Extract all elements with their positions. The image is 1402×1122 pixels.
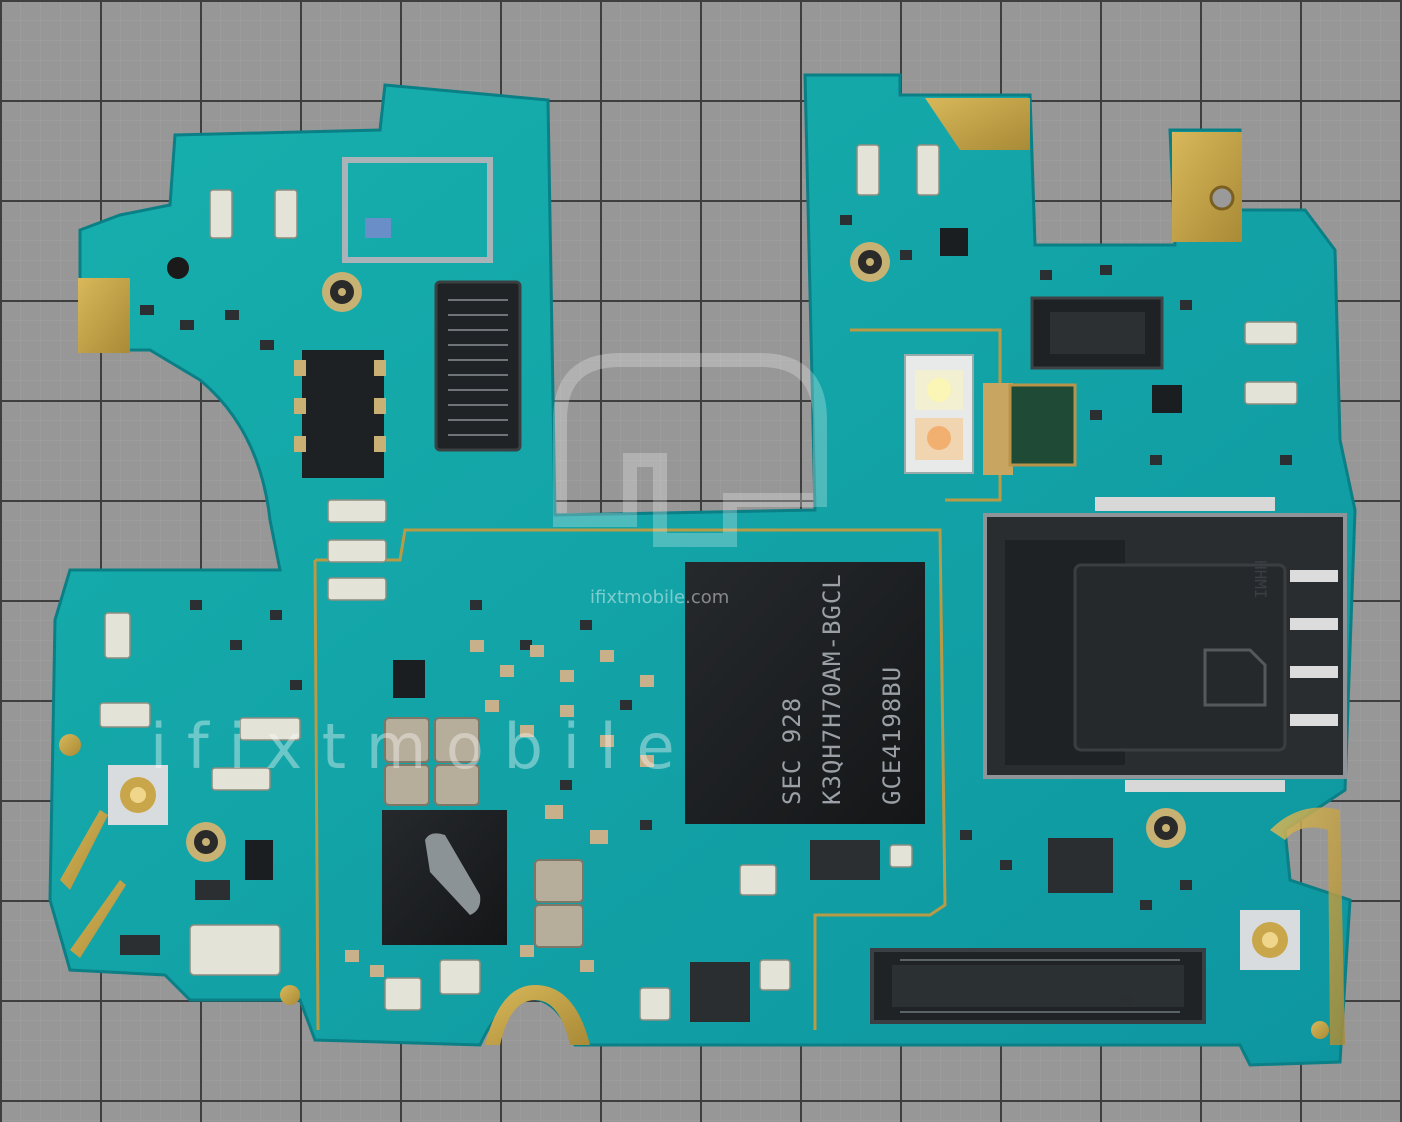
memory-chip-marking-2: K3QH7H70AM-BGCL (818, 573, 846, 805)
gold-antenna-trace-right (1270, 807, 1345, 1045)
ic (245, 840, 273, 880)
ic (940, 228, 968, 256)
ic (393, 660, 425, 698)
coax-connector (850, 242, 890, 282)
rf-shield-frame (342, 157, 493, 263)
coax-connector (322, 272, 362, 312)
watermark-logo (553, 353, 827, 547)
antenna-connector (1240, 910, 1300, 970)
small-components (120, 215, 1292, 1005)
sim-spring-pins (1095, 497, 1285, 792)
smd-passives (99, 144, 1298, 1021)
mount-hole (167, 257, 189, 279)
gold-pad-corner (1172, 132, 1242, 242)
memory-chip-marking-3: GCE4198BU (878, 666, 906, 805)
gold-pad-top-left (78, 278, 130, 353)
coax-connector (186, 822, 226, 862)
ic (1152, 385, 1182, 413)
blue-chip (365, 218, 391, 238)
antenna-connector (108, 765, 168, 825)
flex-strip (983, 383, 1013, 475)
gold-dot (1311, 1021, 1329, 1039)
tan-capacitors (345, 640, 654, 977)
sensor-window (1008, 383, 1077, 467)
watermark-brand: i f i x t m o b i l e (150, 710, 675, 783)
gold-dot (59, 734, 81, 756)
memory-chip (685, 562, 925, 824)
gold-trace-left (60, 810, 108, 890)
led-white (927, 378, 951, 402)
watermark-url: ifixtmobile.com (590, 587, 729, 608)
inductor-array (384, 717, 584, 948)
coax-connector (1146, 808, 1186, 848)
gold-trace-left-lower (70, 880, 126, 958)
led-amber (927, 426, 951, 450)
gold-arc-bottom (485, 985, 590, 1045)
connector-pins (448, 299, 508, 436)
memory-chip-marking-1: SEC 928 (778, 697, 806, 805)
sim-tray-label: HHMI (1251, 560, 1270, 599)
ic (1048, 838, 1113, 893)
sim-contacts (1290, 570, 1338, 726)
mount-hole (1209, 185, 1235, 211)
sim-card-icon (1203, 648, 1267, 707)
gold-dot (280, 985, 300, 1005)
board-connector-top-left (434, 280, 522, 452)
gold-pad-top-right (925, 98, 1030, 150)
black-module-left (302, 350, 384, 478)
ic (690, 962, 750, 1022)
